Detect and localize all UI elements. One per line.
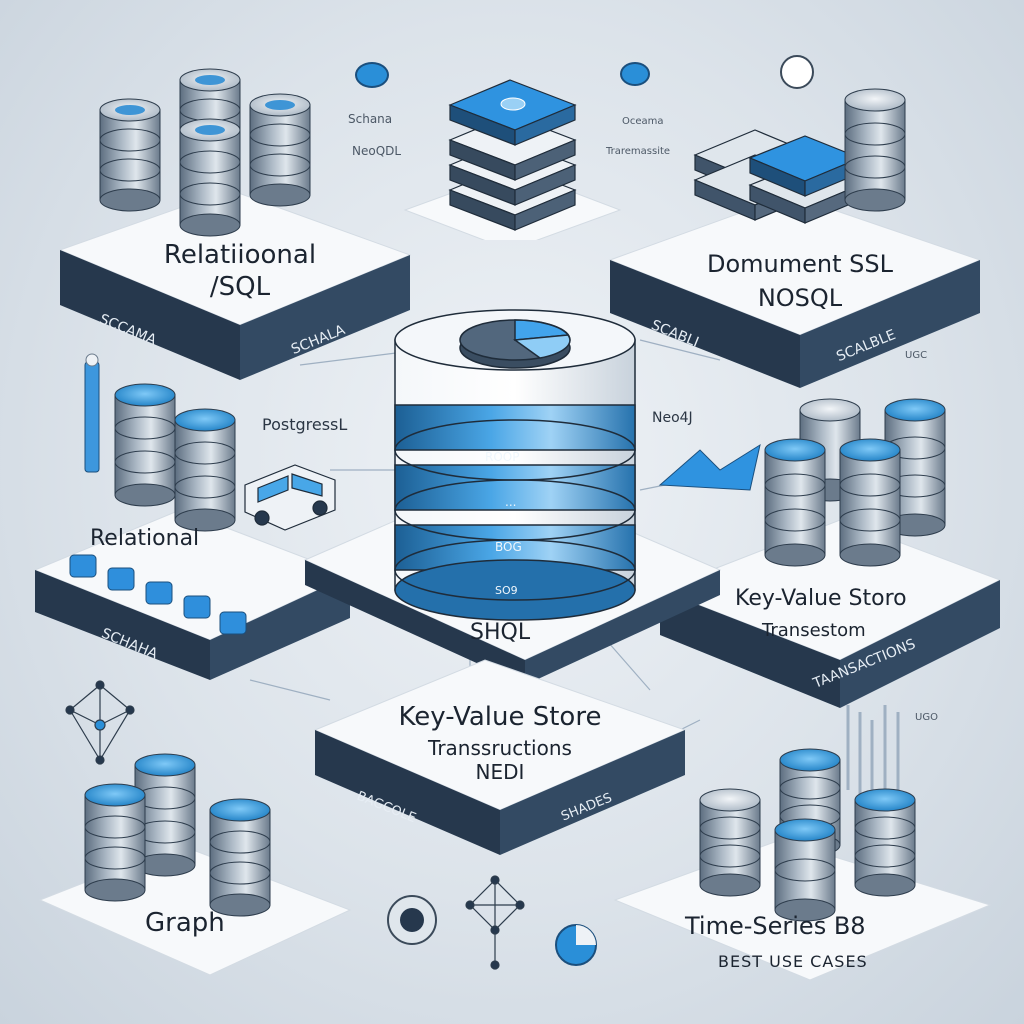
platform-key-value-right: Key-Value Storo Transestom TAANSACTIONS — [640, 390, 1010, 720]
platform-note: NEDI — [475, 760, 525, 784]
disk-label-4: SO9 — [495, 584, 518, 597]
platform-title: Relational — [90, 526, 200, 551]
disk-label-2: ... — [505, 495, 517, 509]
toggle-icon — [780, 55, 814, 89]
disk-label-1: ROOP — [485, 450, 520, 464]
platform-label: SHQL — [470, 620, 531, 645]
platform-key-value-store: Key-Value Store Transsructions NEDI BAGC… — [310, 650, 690, 870]
platform-relational-sql: Relatiioonal /SQL SCCAMA SCHALA — [40, 60, 440, 400]
corner-badge-bottom: UGO — [915, 712, 938, 723]
platform-title: Key-Value Storo — [735, 586, 907, 611]
note-oceama: Oceama — [622, 116, 664, 127]
disk-label-3: BOG — [495, 540, 522, 554]
stack-top-center — [395, 60, 635, 240]
platform-title: Key-Value Store — [398, 702, 602, 732]
platform-subtitle: NOSQL — [757, 284, 843, 312]
platform-document-nosql: Domument SSL NOSQL SCABLI SCALBLE — [600, 70, 1000, 400]
badge-icon — [620, 62, 650, 86]
platform-title: Domument SSL — [707, 250, 893, 278]
platform-title: Time-Series B8 — [685, 912, 866, 940]
platform-relational: Relational SCHAHA — [30, 350, 370, 680]
platform-title: Relatiioonal — [163, 240, 317, 270]
platform-title: Graph — [145, 908, 225, 938]
corner-badge-top: UGC — [905, 350, 928, 361]
platform-subtitle: /SQL — [209, 272, 271, 302]
central-database: ROOP ... BOG SO9 SHQL — [300, 290, 730, 690]
platform-subtitle: Transsructions — [428, 736, 572, 760]
platform-subtitle: BEST USE CASES — [718, 952, 868, 971]
platform-graph: Graph — [30, 750, 360, 1000]
note-schana: Schana — [348, 112, 393, 126]
note-traremassite: Traremassite — [606, 146, 671, 157]
platform-time-series: Time-Series B8 BEST USE CASES — [610, 740, 1000, 1010]
platform-subtitle: Transestom — [762, 620, 866, 641]
lock-icon — [355, 62, 389, 88]
note-neoqdl: NeoQDL — [352, 144, 402, 158]
note-neo4j: Neo4J — [652, 410, 693, 426]
note-postgres: PostgressL — [262, 415, 348, 434]
